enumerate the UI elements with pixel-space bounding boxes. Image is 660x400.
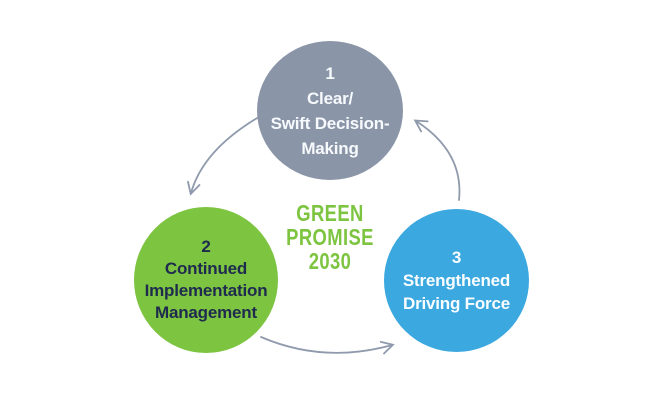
node-2-label-line-1: Continued [164, 259, 248, 278]
node-2-label-line-2: Implementation [144, 281, 268, 300]
center-title-line-1: GREEN [296, 200, 364, 226]
node-2-label-line-3: Management [155, 303, 257, 322]
node-2-text: 2 Continued Implementation Management [134, 236, 278, 324]
node-strengthened-driving-force: 3 Strengthened Driving Force [384, 209, 529, 352]
node-1-label-line-1: Clear/ [306, 88, 354, 108]
node-3-text: 3 Strengthened Driving Force [384, 246, 529, 315]
node-3-label-line-2: Driving Force [403, 294, 510, 313]
node-1-label-line-2: Swift Decision- [270, 113, 390, 133]
arrow-node1-to-node2-icon [187, 112, 267, 196]
node-3-number: 3 [451, 248, 462, 267]
node-1-label-line-3: Making [301, 138, 359, 158]
center-title: GREEN PROMISE 2030 [258, 201, 402, 273]
node-1-number: 1 [325, 63, 335, 83]
arrow-node2-to-node3-icon [260, 336, 395, 355]
node-3-label-line-1: Strengthened [402, 271, 511, 290]
node-2-number: 2 [201, 237, 211, 256]
node-1-text: 1 Clear/ Swift Decision- Making [257, 61, 403, 161]
node-continued-implementation-management: 2 Continued Implementation Management [134, 207, 278, 353]
center-title-line-2: PROMISE [286, 224, 374, 250]
arrow-node3-to-node1-icon [413, 119, 461, 201]
center-title-line-3: 2030 [308, 248, 352, 274]
node-clear-swift-decision-making: 1 Clear/ Swift Decision- Making [257, 41, 403, 180]
